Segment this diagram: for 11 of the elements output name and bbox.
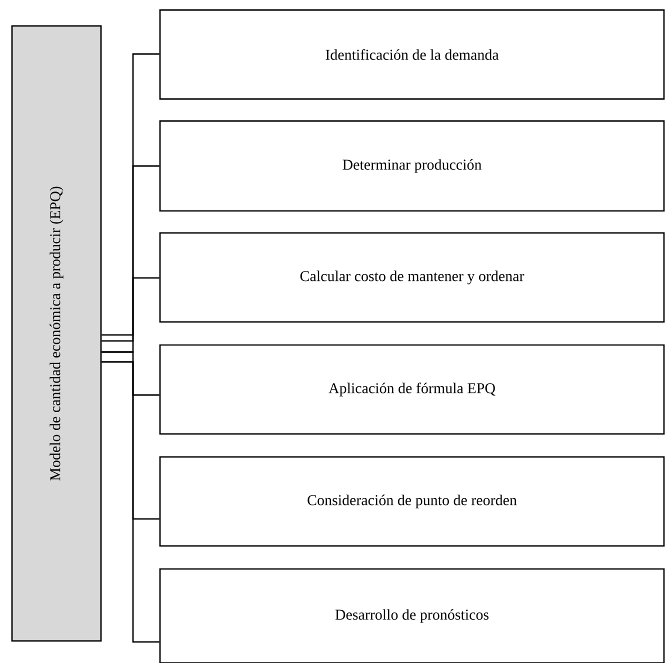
connector-line bbox=[102, 361, 160, 643]
title-box: Modelo de cantidad económica a producir (EPQ) bbox=[11, 25, 102, 642]
connector-line bbox=[102, 53, 160, 336]
connector-line bbox=[102, 165, 160, 342]
step-box: Identificación de la demanda bbox=[159, 9, 665, 100]
step-box: Desarrollo de pronósticos bbox=[159, 568, 665, 663]
step-box: Aplicación de fórmula EPQ bbox=[159, 344, 665, 435]
step-box: Determinar producción bbox=[159, 120, 665, 212]
connector-line bbox=[102, 351, 160, 520]
step-box: Consideración de punto de reorden bbox=[159, 456, 665, 547]
step-box: Calcular costo de mantener y ordenar bbox=[159, 232, 665, 323]
